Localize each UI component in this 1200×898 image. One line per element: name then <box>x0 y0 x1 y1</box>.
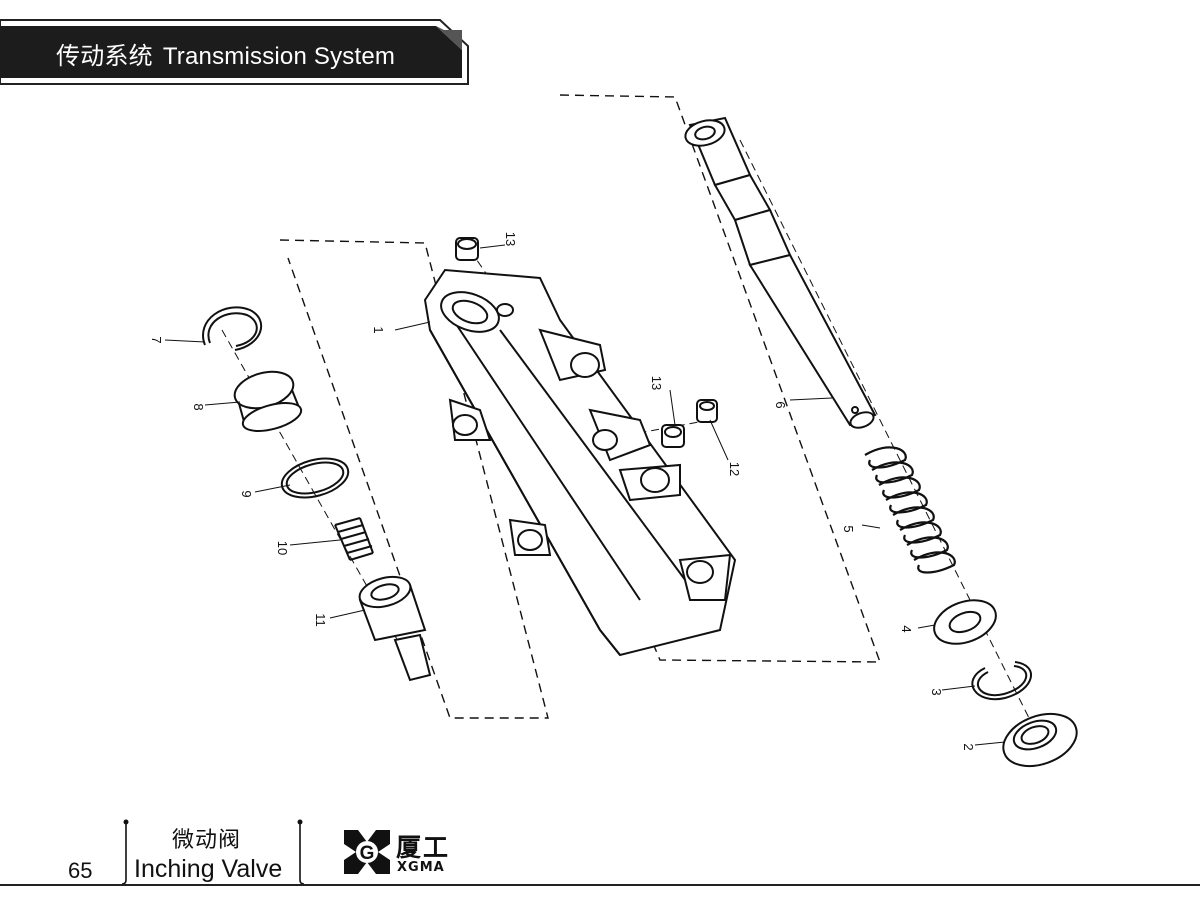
valve-body-part-1 <box>423 268 737 657</box>
piston-part-11 <box>358 575 432 682</box>
callout-5: 5 <box>841 525 856 533</box>
section-title-cn: 微动阀 <box>172 828 242 853</box>
plug-part-8 <box>233 370 303 432</box>
footer-dividers <box>121 819 305 885</box>
brand-name-en: XGMA <box>397 860 445 875</box>
callout-11: 11 <box>313 613 328 627</box>
plug-part-12 <box>696 399 718 423</box>
spool-part-6 <box>684 116 877 429</box>
circlip-part-3 <box>971 661 1032 701</box>
callout-12: 12 <box>727 461 742 477</box>
callout-2: 2 <box>961 743 976 751</box>
callout-13-mid: 13 <box>649 375 664 391</box>
callout-9: 9 <box>239 490 254 498</box>
dashed-frame-left <box>279 239 549 719</box>
title-cn: 传动系统 <box>56 43 153 70</box>
callout-1: 1 <box>371 326 386 334</box>
plug-part-13-mid <box>661 424 685 448</box>
page-title: 传动系统 Transmission System <box>56 36 395 71</box>
washer-part-4 <box>933 599 997 645</box>
callout-10: 10 <box>275 540 290 556</box>
brand-name-cn: 厦工 <box>396 833 451 862</box>
spring-part-10 <box>334 517 374 561</box>
callout-8: 8 <box>191 403 206 411</box>
plug-part-13-top <box>455 237 479 261</box>
footer-rule <box>0 884 1200 886</box>
logo-letter: G <box>360 843 375 864</box>
callout-3: 3 <box>929 688 944 696</box>
xgma-logo-icon: G <box>344 830 390 874</box>
callout-7: 7 <box>149 336 164 344</box>
callout-4: 4 <box>899 625 914 633</box>
callout-6: 6 <box>773 401 788 409</box>
o-ring-part-9 <box>280 457 350 499</box>
header-banner <box>0 19 469 85</box>
title-en: Transmission System <box>162 43 396 70</box>
section-title-en: Inching Valve <box>134 855 283 883</box>
callout-13-top: 13 <box>503 231 518 247</box>
seal-part-2 <box>1002 712 1078 768</box>
circlip-part-7 <box>202 306 262 351</box>
page-number: 65 <box>68 858 93 883</box>
spring-part-5 <box>864 446 956 574</box>
